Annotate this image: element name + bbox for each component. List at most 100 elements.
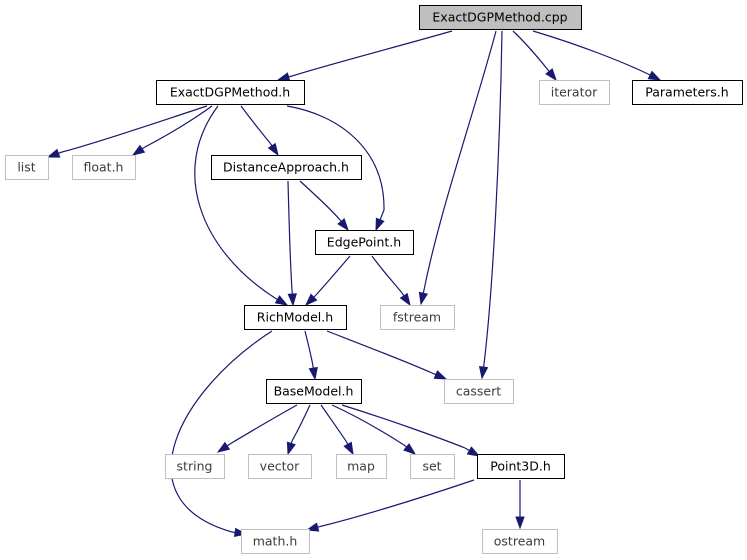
edge-edgepoint-to-richmodel [304,255,351,307]
node-list: list [5,155,49,180]
node-label: DistanceApproach.h [223,160,349,175]
node-box [5,155,49,180]
edge-richmodel-to-cassert [326,330,448,380]
edge-basemodel-to-string [216,404,298,453]
edge-basemodel-to-set [331,404,417,455]
node-label: iterator [551,85,598,100]
edge-line-extension [422,289,425,294]
edge-exact_h-to-list [46,105,208,158]
node-vector: vector [248,454,312,479]
edge-line [315,255,351,296]
node-math: math.h [241,529,310,554]
edge-exact_h-to-distance [240,105,279,157]
edge-line [61,105,208,153]
edge-arrowhead [287,293,297,307]
edge-line-extension [401,292,405,297]
node-label: Point3D.h [490,459,551,474]
edge-arrowhead [308,366,318,381]
edge-exact_cpp-to-cassert [478,30,503,380]
edge-exact_cpp-to-iterator [512,30,557,82]
edge-arrowhead [276,72,291,82]
edge-line [287,180,293,291]
edge-line-extension [226,443,231,447]
edge-distance-to-edgepoint [299,180,349,232]
edge-arrowhead [375,217,385,232]
node-label: cassert [456,384,501,399]
edge-line [194,105,276,299]
edge-arrowhead [418,291,429,306]
node-box [419,5,582,30]
edge-arrowhead [515,516,525,530]
node-distance[interactable]: DistanceApproach.h [211,155,362,180]
node-box [632,80,743,105]
edge-arrowhead [216,441,231,453]
node-label: BaseModel.h [274,384,354,399]
edge-line [512,30,549,71]
node-exact-cpp: ExactDGPMethod.cpp [419,5,582,30]
edge-exact_h-to-edgepoint [286,105,385,232]
edge-line-extension [288,75,293,78]
edge-richmodel-to-math [170,330,273,538]
node-string: string [165,454,225,479]
node-box [244,305,347,330]
edge-line [229,404,298,445]
edge-line [483,30,503,365]
node-box [444,379,514,404]
edge-line [320,404,347,442]
node-float: float.h [72,155,136,180]
node-label: RichModel.h [257,310,333,325]
node-parameters[interactable]: Parameters.h [632,80,743,105]
edge-arrowhead [466,446,481,457]
node-set: set [410,454,455,479]
edge-basemodel-to-point3d [341,404,481,457]
node-label: fstream [393,310,441,325]
node-ostream: ostream [482,529,558,554]
edge-exact_cpp-to-exact_h [276,30,453,82]
edge-line [326,330,433,374]
edge-exact_cpp-to-parameters [532,30,662,81]
node-box [477,454,565,479]
edge-arrowhead [403,443,417,455]
edge-distance-to-richmodel [287,180,297,307]
edge-arrowhead [433,370,448,380]
edge-arrowhead [337,218,349,232]
edge-line-extension [403,444,407,448]
node-exact-h[interactable]: ExactDGPMethod.h [156,80,305,105]
edge-line [371,255,403,294]
edge-line [170,330,273,533]
node-label: EdgePoint.h [327,235,401,250]
node-box [315,230,414,255]
edge-line [144,105,213,148]
node-label: math.h [253,534,298,549]
node-box [266,379,362,404]
edge-edgepoint-to-fstream [371,255,411,307]
edge-basemodel-to-map [320,404,354,456]
node-label: Parameters.h [645,85,728,100]
node-box [248,454,312,479]
node-point3d[interactable]: Point3D.h [477,454,565,479]
node-basemodel[interactable]: BaseModel.h [266,379,362,404]
edge-arrowhead [304,293,318,307]
node-label: set [422,459,441,474]
edge-richmodel-to-basemodel [304,330,318,381]
edge-line [321,479,475,527]
edge-arrowhead [399,292,411,307]
edge-line-extension [269,142,273,147]
edge-line-extension [431,372,437,376]
edge-line-extension [345,440,349,445]
node-box [380,305,455,330]
node-edgepoint[interactable]: EdgePoint.h [315,230,414,255]
node-box [241,529,310,554]
node-label: ExactDGPMethod.h [170,85,290,100]
node-label: float.h [84,160,124,175]
edge-line [291,404,311,442]
edge-arrowhead [647,70,662,81]
edge-arrowhead [478,365,489,380]
edge-line-extension [464,447,470,452]
node-label: ostream [494,534,545,549]
edge-line [423,30,497,291]
edge-arrowhead [286,441,296,456]
node-richmodel[interactable]: RichModel.h [244,305,347,330]
edge-line [291,30,453,77]
edge-line [240,105,271,144]
